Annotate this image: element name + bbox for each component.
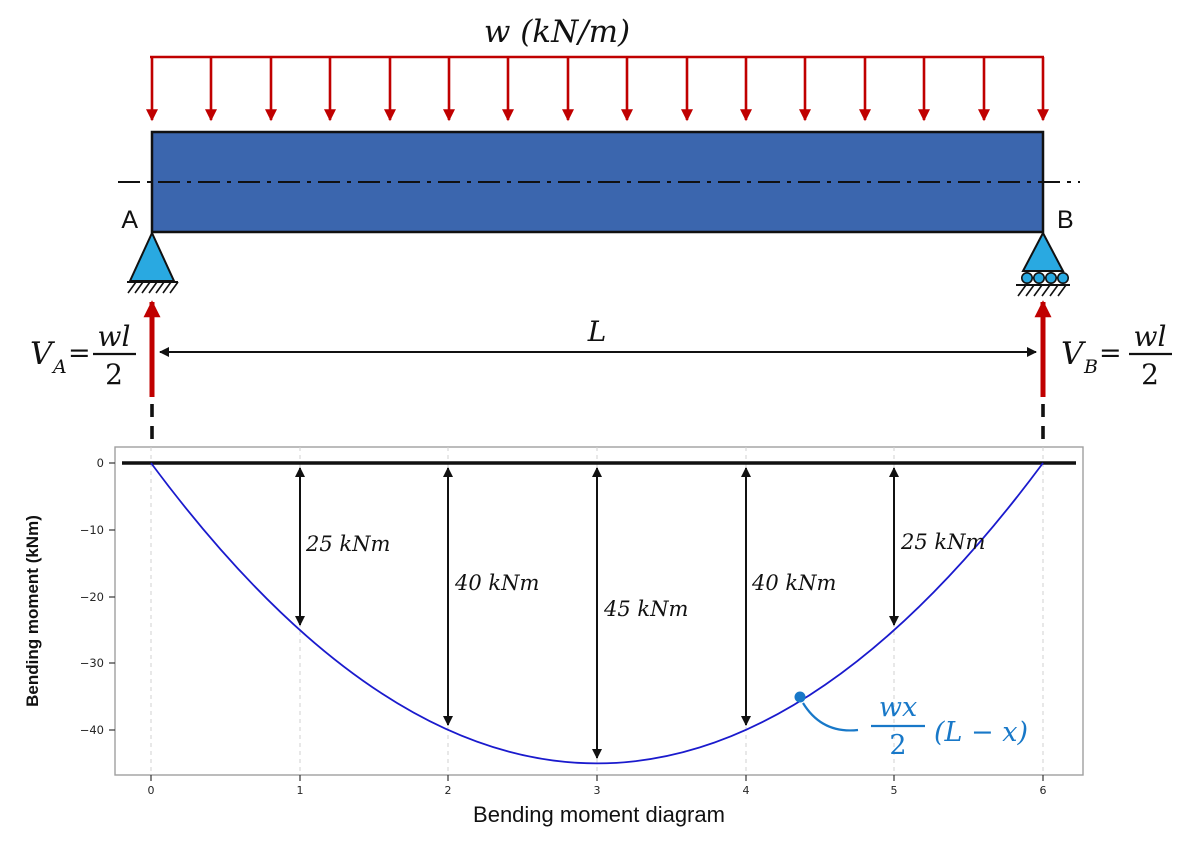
reaction-formula-right: V B = wl 2 [1061, 320, 1172, 391]
pin-support-a [127, 230, 179, 294]
moment-label-2: 40 kNm [454, 571, 539, 595]
reaction-left-denominator: 2 [105, 358, 123, 391]
reaction-right-denominator: 2 [1141, 358, 1159, 391]
x-tick-2: 2 [445, 784, 452, 797]
y-tick-0: 0 [97, 456, 104, 470]
x-tick-0: 0 [148, 784, 155, 797]
span-dimension: L [159, 315, 1037, 357]
span-length-label: L [587, 315, 607, 348]
support-b-label: B [1057, 206, 1074, 234]
reaction-right-equals: = [1099, 338, 1122, 369]
y-tick-1: −10 [80, 523, 104, 537]
y-axis-label: Bending moment (kNm) [23, 515, 42, 707]
y-tick-2: −20 [80, 590, 104, 604]
x-tick-4: 4 [743, 784, 750, 797]
y-tick-4: −40 [80, 723, 104, 737]
moment-label-3: 45 kNm [603, 597, 688, 621]
distributed-load-label: w (kN/m) [484, 14, 630, 50]
annotation-point [794, 691, 806, 703]
support-a-label: A [121, 206, 138, 234]
bending-moment-curve [150, 462, 1044, 765]
reaction-left-symbol: V [30, 336, 56, 372]
x-tick-1: 1 [297, 784, 304, 797]
formula-numerator: wx [879, 692, 917, 723]
moment-formula-annotation: wx 2 (L − x) [794, 691, 1028, 761]
reaction-formula-left: V A = wl 2 [30, 320, 136, 391]
reaction-right-subscript: B [1083, 356, 1098, 378]
reaction-right-symbol: V [1061, 336, 1087, 372]
formula-denominator: 2 [889, 730, 906, 761]
moment-ordinate-arrows [295, 467, 899, 759]
roller-support-b [1016, 230, 1070, 297]
y-tick-marks [109, 462, 115, 731]
moment-label-4: 40 kNm [751, 571, 836, 595]
reaction-left-numerator: wl [98, 320, 131, 353]
reaction-left-equals: = [68, 338, 91, 369]
x-tick-5: 5 [891, 784, 898, 797]
reaction-right-numerator: wl [1134, 320, 1167, 353]
x-tick-3: 3 [594, 784, 601, 797]
distributed-load-arrows [146, 55, 1049, 122]
annotation-connector [802, 702, 859, 732]
x-tick-marks [150, 775, 1044, 781]
y-tick-3: −30 [80, 656, 104, 670]
bending-moment-plot: 25 kNm 40 kNm 45 kNm 40 kNm 25 kNm wx 2 … [23, 446, 1084, 827]
formula-tail: (L − x) [934, 717, 1028, 748]
moment-label-1: 25 kNm [305, 532, 390, 556]
x-axis-label: Bending moment diagram [473, 802, 725, 827]
reaction-left-subscript: A [51, 356, 67, 378]
x-tick-6: 6 [1040, 784, 1047, 797]
moment-label-5: 25 kNm [900, 530, 985, 554]
